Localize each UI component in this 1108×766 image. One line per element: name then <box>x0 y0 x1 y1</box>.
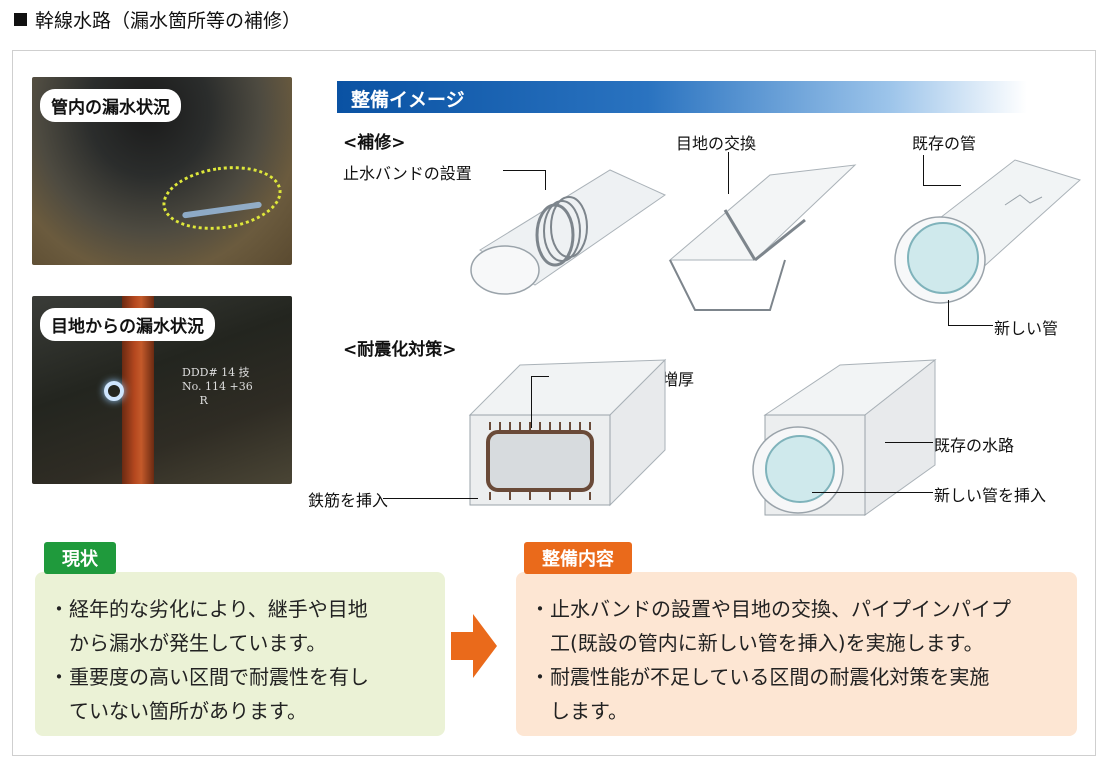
leader-rebar <box>383 498 478 499</box>
chalk-marking: DDD# 14 技 No. 114 +36 R <box>182 366 253 407</box>
current-bullet-1-line1: 経年的な劣化により、継手や目地 <box>69 597 368 621</box>
photo-joint-leak: DDD# 14 技 No. 114 +36 R 目地からの漏水状況 <box>32 296 292 484</box>
leader-new-pipe <box>948 300 949 325</box>
current-bullet-2-line1: 重要度の高い区間で耐震性を有し <box>69 665 369 689</box>
leader-band-drop <box>545 170 546 190</box>
leader-existing-pipe-h <box>923 185 961 186</box>
callout-existing-channel: 既存の水路 <box>934 436 1015 455</box>
light-spot <box>104 381 124 401</box>
image-heading-banner: 整備イメージ <box>337 81 1027 113</box>
seismic-heading: <耐震化対策> <box>343 340 457 360</box>
callout-existing-pipe: 既存の管 <box>912 134 977 153</box>
plan-box: ・ 止水バンドの設置や目地の交換、パイプインパイプ工(既設の管内に新しい管を挿入… <box>516 572 1077 736</box>
plan-bullet-1: ・ 止水バンドの設置や目地の交換、パイプインパイプ工(既設の管内に新しい管を挿入… <box>530 597 1011 655</box>
leader-band <box>503 170 545 171</box>
leader-concrete <box>531 376 549 377</box>
leader-insert-pipe <box>812 492 933 493</box>
right-arrow-icon <box>451 614 497 678</box>
leak-highlight-ring <box>158 158 286 238</box>
plan-bullet-2-line2: します。 <box>550 699 628 723</box>
leader-existing-pipe <box>923 155 924 185</box>
leader-joint <box>728 152 729 194</box>
illustration-culvert-pipe-insert <box>740 355 940 520</box>
current-status-box: ・ 経年的な劣化により、継手や目地から漏水が発生しています。 ・ 重要度の高い区… <box>35 572 445 736</box>
plan-bullet-2-line1: 耐震性能が不足している区間の耐震化対策を実施 <box>550 665 990 689</box>
title-square-icon <box>14 13 27 26</box>
photo-label-pipe-leak: 管内の漏水状況 <box>40 89 181 122</box>
repair-heading: <補修> <box>343 133 406 153</box>
leader-new-pipe-h <box>948 325 993 326</box>
illustration-box-culvert-rebar <box>460 350 670 510</box>
callout-band: 止水バンドの設置 <box>343 164 472 183</box>
image-heading: 整備イメージ <box>351 89 465 111</box>
section-title: 幹線水路（漏水箇所等の補修） <box>14 6 301 33</box>
current-bullet-2-line2: ていない箇所があります。 <box>69 699 307 723</box>
plan-badge: 整備内容 <box>524 542 632 574</box>
plan-bullet-1-line2: 工(既設の管内に新しい管を挿入)を実施します。 <box>550 631 984 655</box>
illustration-channel-joint <box>660 150 860 320</box>
illustration-pipe-in-pipe <box>885 145 1085 310</box>
plan-bullet-1-line1: 止水バンドの設置や目地の交換、パイプインパイプ <box>550 597 1011 621</box>
callout-rebar: 鉄筋を挿入 <box>308 491 389 510</box>
photo-pipe-leak: 管内の漏水状況 <box>32 77 292 265</box>
section-title-text: 幹線水路（漏水箇所等の補修） <box>35 10 302 32</box>
illustration-pipe-with-band <box>460 155 675 305</box>
current-status-badge: 現状 <box>44 542 116 574</box>
current-bullet-2: ・ 重要度の高い区間で耐震性を有していない箇所があります。 <box>49 665 369 723</box>
callout-new-pipe: 新しい管 <box>994 319 1059 338</box>
current-bullet-1-line2: から漏水が発生しています。 <box>69 631 327 655</box>
leader-existing-channel <box>885 442 933 443</box>
plan-bullet-2: ・ 耐震性能が不足している区間の耐震化対策を実施します。 <box>530 665 990 723</box>
photo-label-joint-leak: 目地からの漏水状況 <box>40 308 215 341</box>
leader-concrete-drop <box>531 376 532 428</box>
callout-joint: 目地の交換 <box>676 134 757 153</box>
current-bullet-1: ・ 経年的な劣化により、継手や目地から漏水が発生しています。 <box>49 597 368 655</box>
callout-insert-pipe: 新しい管を挿入 <box>934 486 1047 505</box>
